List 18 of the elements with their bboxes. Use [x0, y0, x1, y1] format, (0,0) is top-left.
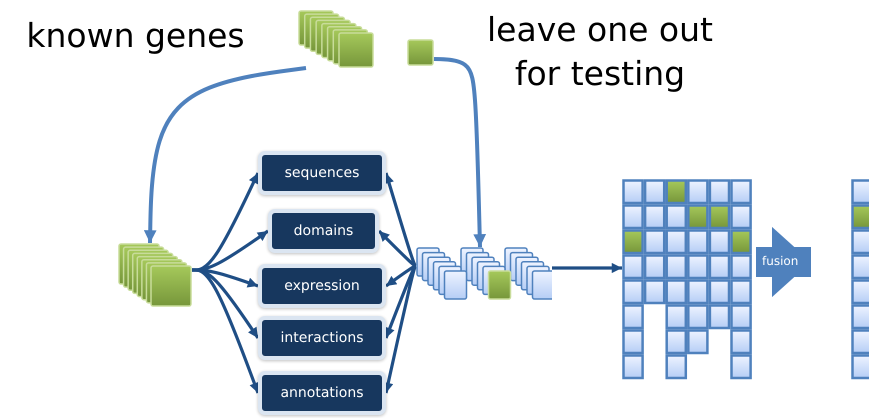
- edge-label: fusion: [762, 254, 798, 268]
- category-box: [258, 316, 386, 360]
- arrow: [552, 262, 622, 274]
- category-box: [258, 264, 386, 308]
- category-box: [268, 209, 379, 253]
- category-box: [258, 151, 386, 195]
- category-label: domains: [294, 223, 354, 239]
- caption-text: known genes: [25, 15, 246, 57]
- category-label: expression: [284, 278, 360, 294]
- caption-text: leave one out for testing: [486, 9, 714, 95]
- category-label: annotations: [280, 385, 364, 401]
- arrow: [192, 268, 260, 394]
- category-box: [258, 371, 386, 415]
- block-arrow: [756, 226, 811, 298]
- arrow: [434, 57, 486, 248]
- category-label: interactions: [280, 330, 364, 346]
- arrow: [144, 66, 306, 244]
- category-label: sequences: [284, 165, 360, 181]
